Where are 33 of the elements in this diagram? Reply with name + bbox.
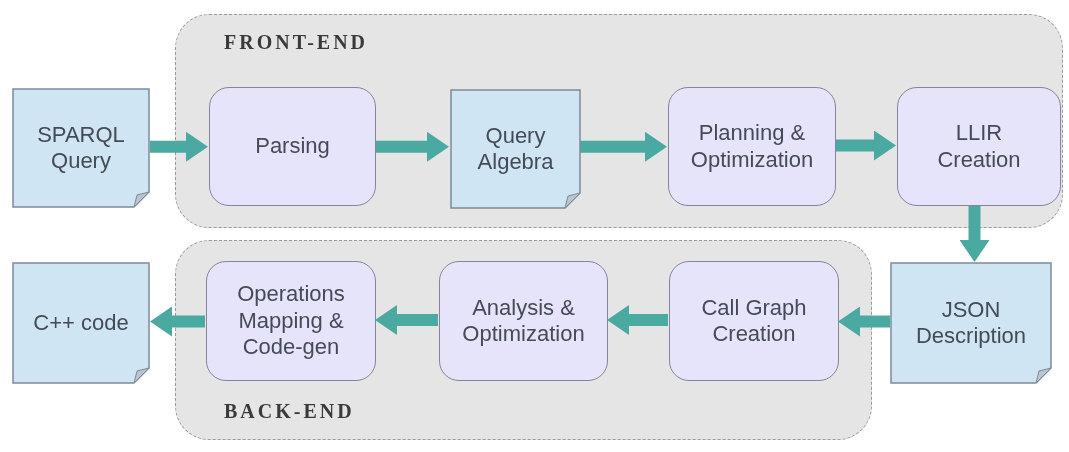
- arrow: [580, 131, 667, 162]
- step-label: Call Graph Creation: [700, 294, 808, 348]
- process-box: [206, 261, 376, 381]
- stage-panel: [175, 240, 872, 440]
- step-label: SPARQL Query: [36, 121, 126, 175]
- process-box: [668, 87, 836, 206]
- step-label: Parsing: [254, 133, 331, 160]
- arrow: [150, 131, 208, 162]
- step-label: Operations Mapping & Code-gen: [236, 281, 346, 361]
- process-box: [439, 261, 608, 381]
- document-shape: [12, 88, 150, 208]
- arrow: [838, 306, 890, 337]
- stage-title: FRONT-END: [224, 31, 369, 54]
- document-shape: [450, 89, 581, 209]
- arrow: [607, 305, 668, 335]
- process-box: [897, 87, 1061, 206]
- step-label: JSON Description: [914, 296, 1027, 350]
- arrow: [150, 306, 205, 337]
- step-label: C++ code: [32, 309, 130, 337]
- arrow: [375, 131, 449, 162]
- arrow: [375, 305, 438, 335]
- step-label: LLIR Creation: [936, 120, 1022, 173]
- document-shape: [12, 262, 150, 384]
- stage-title: BACK-END: [224, 400, 355, 423]
- arrow: [835, 130, 896, 161]
- process-box: [669, 261, 839, 381]
- step-label: Query Algebra: [476, 122, 555, 176]
- step-label: Analysis & Optimization: [461, 294, 586, 348]
- process-box: [209, 87, 376, 206]
- step-label: Planning & Optimization: [689, 120, 815, 173]
- stage-panel: [175, 14, 1063, 228]
- arrow: [959, 205, 990, 262]
- document-shape: [890, 262, 1052, 384]
